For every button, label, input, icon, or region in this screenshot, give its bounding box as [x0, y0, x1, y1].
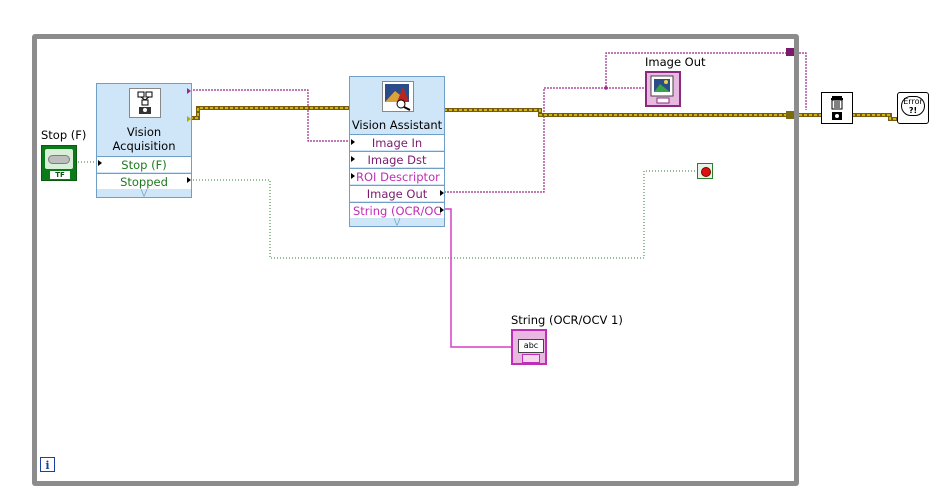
output-terminal-icon — [187, 116, 191, 122]
row-label: ROI Descriptor ( — [356, 170, 444, 184]
toggle-icon — [48, 155, 70, 164]
camera-network-icon — [129, 88, 161, 118]
image-display-icon — [650, 75, 674, 104]
stop-control-terminal[interactable]: TF — [41, 145, 77, 181]
output-terminal-icon — [187, 88, 191, 94]
stop-sign-icon — [701, 167, 711, 177]
error-tunnel — [786, 111, 794, 119]
row-label: Image Dst — [367, 153, 427, 167]
vision-assistant-row-image-in[interactable]: Image In — [350, 134, 444, 150]
wire-junction — [604, 86, 608, 90]
dispose-image-node[interactable] — [821, 92, 853, 124]
output-terminal-icon — [440, 207, 444, 213]
input-terminal-icon — [351, 139, 355, 145]
vision-assistant-node[interactable]: Vision Assistant Image In Image Dst ROI … — [349, 76, 445, 227]
vision-acquisition-node[interactable]: Vision Acquisition Stop (F) Stopped ⋁ — [96, 83, 192, 198]
string-out-indicator[interactable]: abc — [511, 329, 547, 365]
vision-acquisition-row-stopped[interactable]: Stopped — [97, 173, 191, 189]
row-label: Stopped — [120, 175, 168, 189]
trash-icon — [831, 96, 843, 120]
row-label: Stop (F) — [121, 158, 167, 172]
output-terminal-icon — [440, 190, 444, 196]
error-wire — [190, 106, 898, 121]
string-type-icon — [522, 354, 540, 363]
speech-bubble-icon: Error ?! — [901, 96, 925, 116]
row-label: String (OCR/OC — [353, 204, 442, 218]
image-wire — [190, 52, 807, 193]
loop-condition-terminal[interactable] — [697, 163, 713, 179]
vision-assistant-row-image-dst[interactable]: Image Dst — [350, 151, 444, 167]
expand-chevron-icon[interactable]: ⋁ — [393, 217, 401, 226]
iteration-terminal-icon[interactable]: i — [40, 457, 55, 472]
vision-assistant-title: Vision Assistant — [351, 118, 443, 132]
tf-badge: TF — [50, 171, 70, 179]
image-tunnel — [786, 48, 794, 56]
vision-assistant-icon — [382, 81, 414, 112]
input-terminal-icon — [351, 173, 355, 179]
string-out-label: String (OCR/OCV 1) — [511, 313, 623, 327]
stop-control-label: Stop (F) — [41, 128, 87, 142]
while-loop-frame[interactable] — [32, 34, 799, 486]
row-label: Image Out — [366, 187, 428, 201]
vision-assistant-row-image-out[interactable]: Image Out — [350, 185, 444, 201]
image-out-indicator[interactable] — [645, 71, 681, 107]
vision-assistant-row-roi-descriptor[interactable]: ROI Descriptor ( — [350, 168, 444, 184]
vision-assistant-row-string[interactable]: String (OCR/OC — [350, 202, 444, 218]
image-out-label: Image Out — [645, 55, 706, 69]
abc-icon: abc — [518, 339, 544, 353]
error-handler-text: Error — [903, 97, 923, 106]
error-handler-node[interactable]: Error ?! — [897, 92, 929, 124]
row-label: Image In — [371, 136, 423, 150]
vision-acquisition-row-stop[interactable]: Stop (F) — [97, 156, 191, 172]
output-terminal-icon — [187, 177, 191, 183]
input-terminal-icon — [351, 156, 355, 162]
vision-acquisition-title-line2: Acquisition — [112, 139, 176, 153]
vision-acquisition-title-line1: Vision — [126, 125, 162, 139]
boolean-wire — [78, 161, 698, 259]
string-wire — [444, 208, 512, 348]
input-terminal-icon — [98, 160, 102, 166]
expand-chevron-icon[interactable]: ⋁ — [140, 188, 148, 197]
